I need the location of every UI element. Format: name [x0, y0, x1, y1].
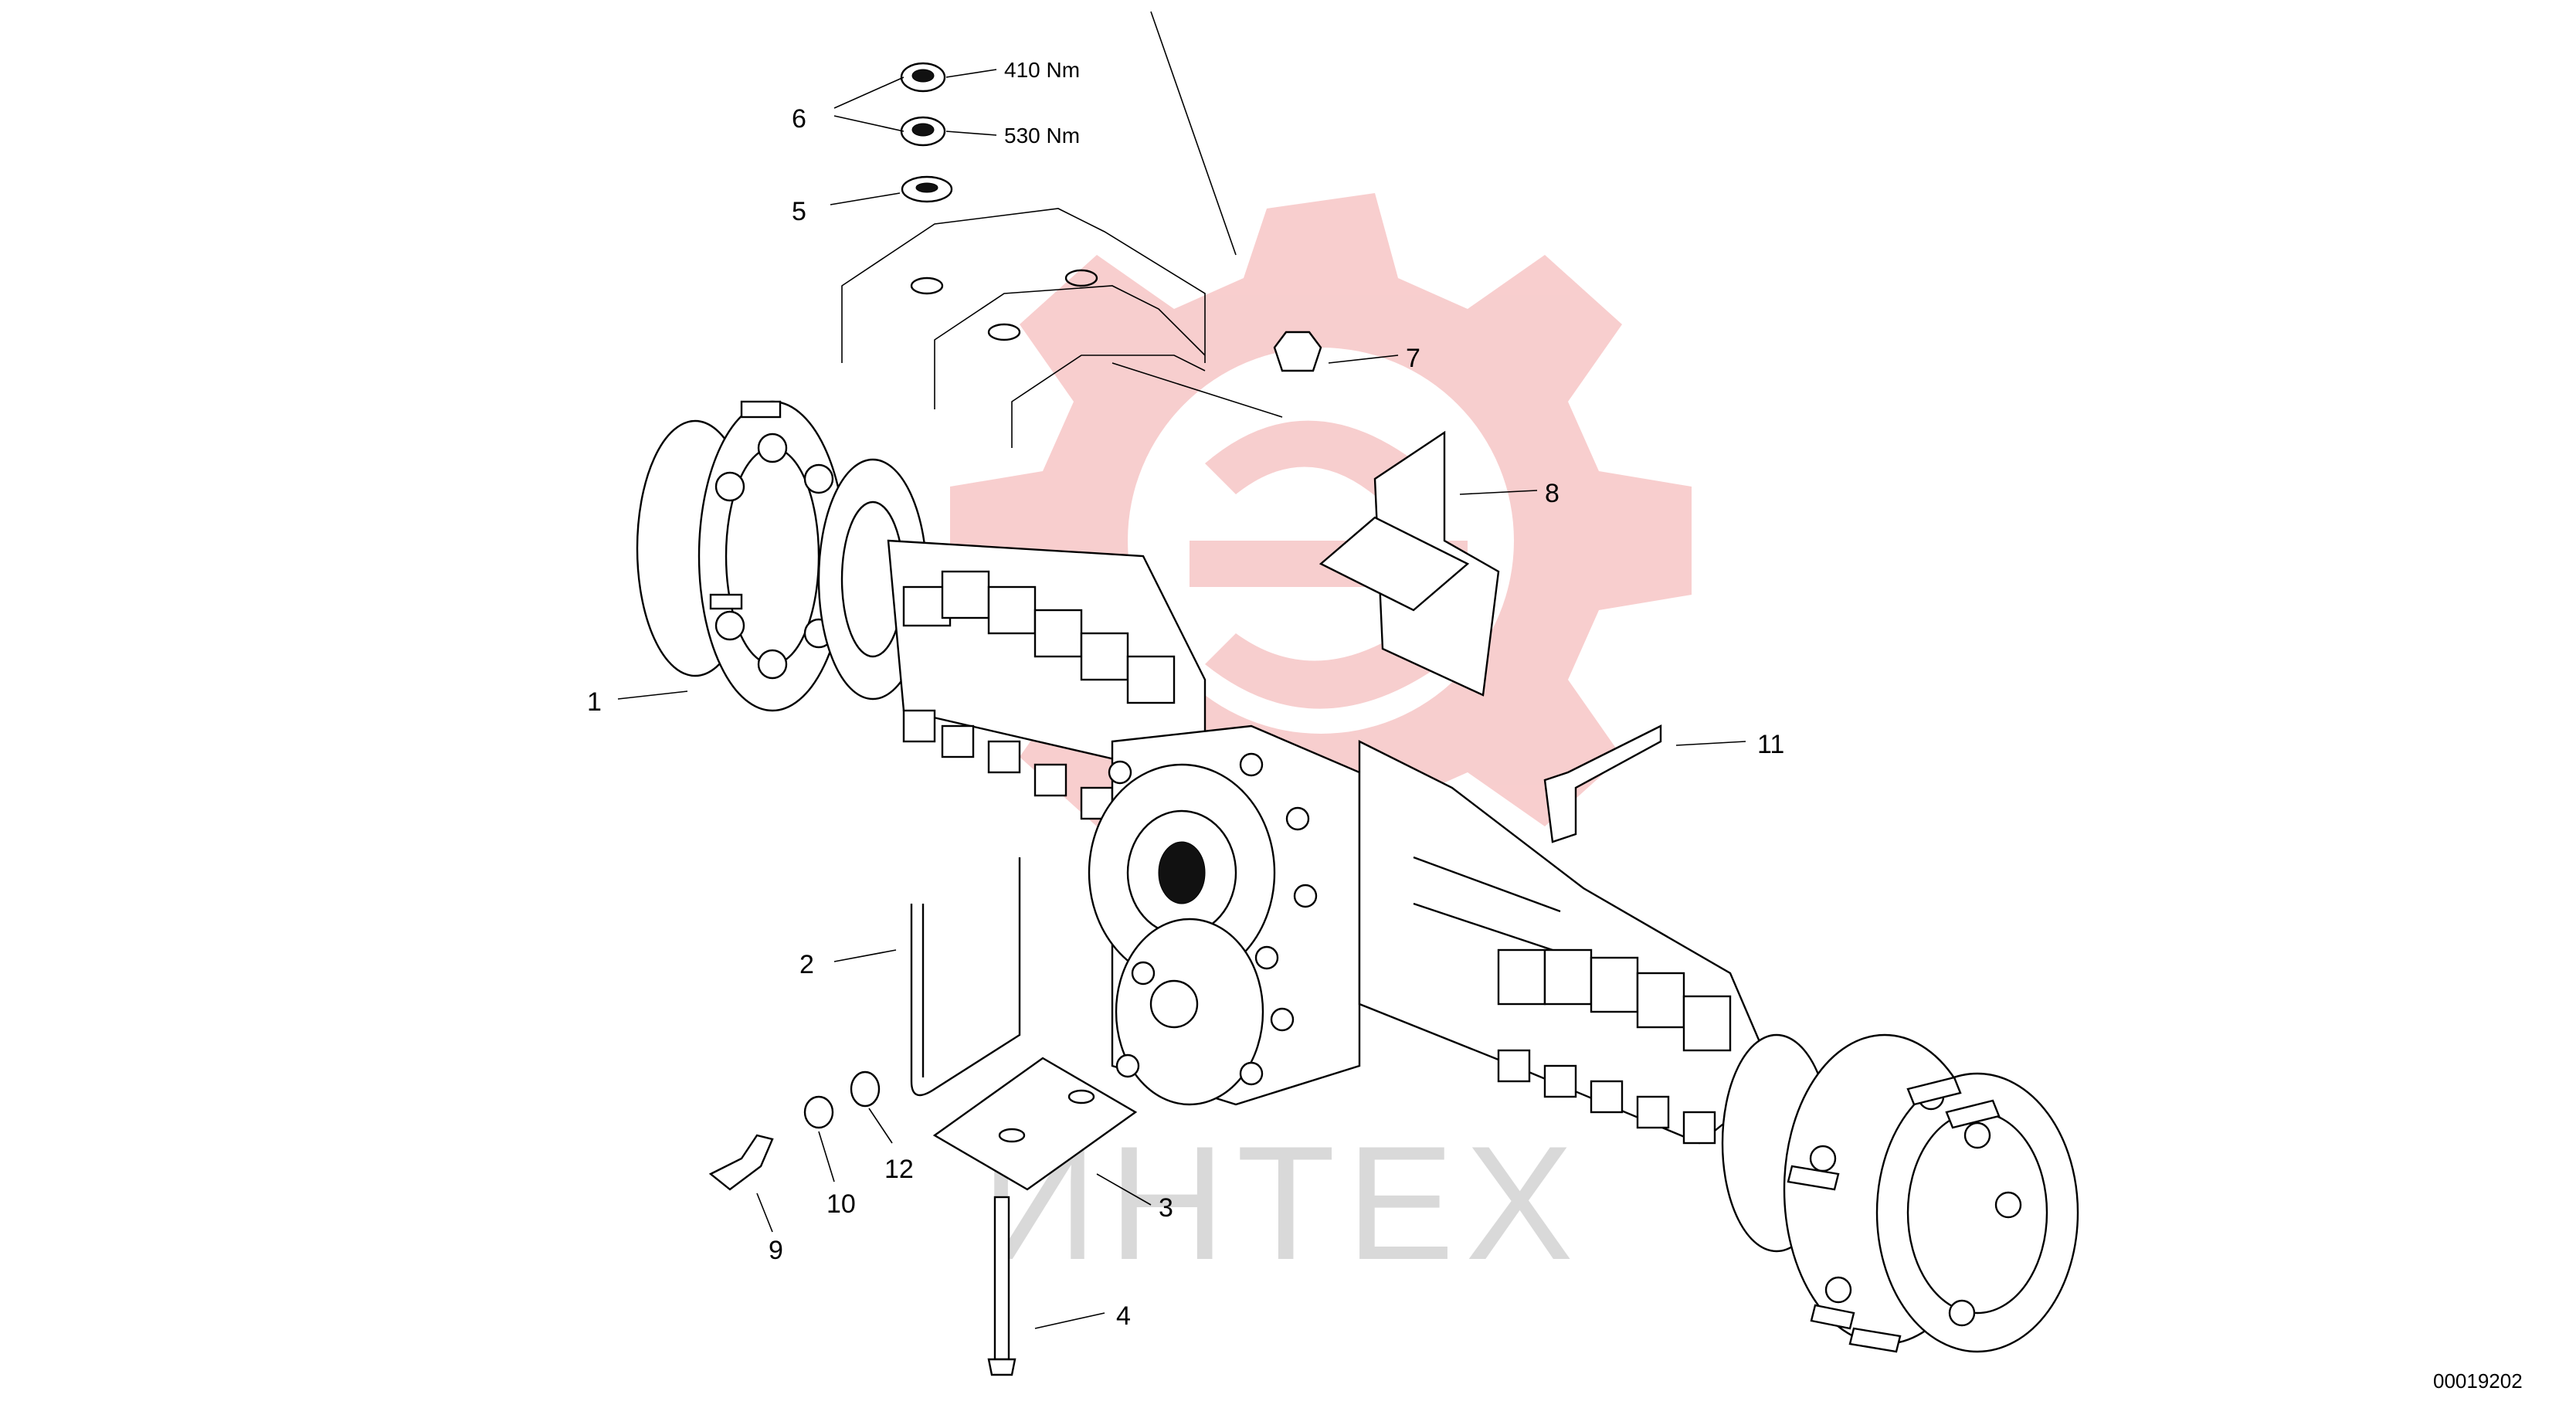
part-label-3: 3	[1159, 1193, 1173, 1223]
right-wheel-hub	[1721, 1033, 2079, 1353]
part-label-7: 7	[1406, 344, 1420, 373]
u-bolt-2	[910, 857, 1021, 1097]
part-label-4: 4	[1116, 1301, 1131, 1331]
part-label-6: 6	[792, 104, 806, 134]
bracket-11	[1543, 724, 1662, 843]
part-label-2: 2	[799, 950, 814, 979]
bracket-8	[1319, 430, 1500, 697]
bolt-4	[987, 1196, 1016, 1376]
part-label-12: 12	[884, 1155, 914, 1184]
part-label-8: 8	[1545, 479, 1560, 508]
part-label-10: 10	[826, 1189, 856, 1219]
differential-housing	[1088, 724, 1361, 1106]
nut-6-lower	[900, 116, 946, 147]
axle-beam-right	[1358, 740, 1778, 1145]
part-label-9: 9	[769, 1236, 783, 1265]
upper-bracket	[841, 11, 1283, 448]
washer-5	[901, 175, 953, 203]
axle-beam-left	[887, 539, 1207, 836]
part-label-1: 1	[587, 687, 602, 717]
document-number: 00019202	[2433, 1369, 2523, 1393]
part-label-11: 11	[1757, 730, 1784, 759]
fitting-9	[708, 1134, 774, 1191]
washer-12	[850, 1070, 881, 1108]
left-wheel-hub	[636, 400, 928, 712]
leader-lines	[617, 69, 1746, 1329]
torque-label-530: 530 Nm	[1004, 124, 1080, 148]
washer-10	[803, 1095, 834, 1129]
nut-7	[1273, 331, 1322, 372]
nut-6-upper	[900, 62, 946, 93]
torque-label-410: 410 Nm	[1004, 58, 1080, 82]
plate-3	[932, 1057, 1138, 1191]
part-label-5: 5	[792, 197, 806, 226]
